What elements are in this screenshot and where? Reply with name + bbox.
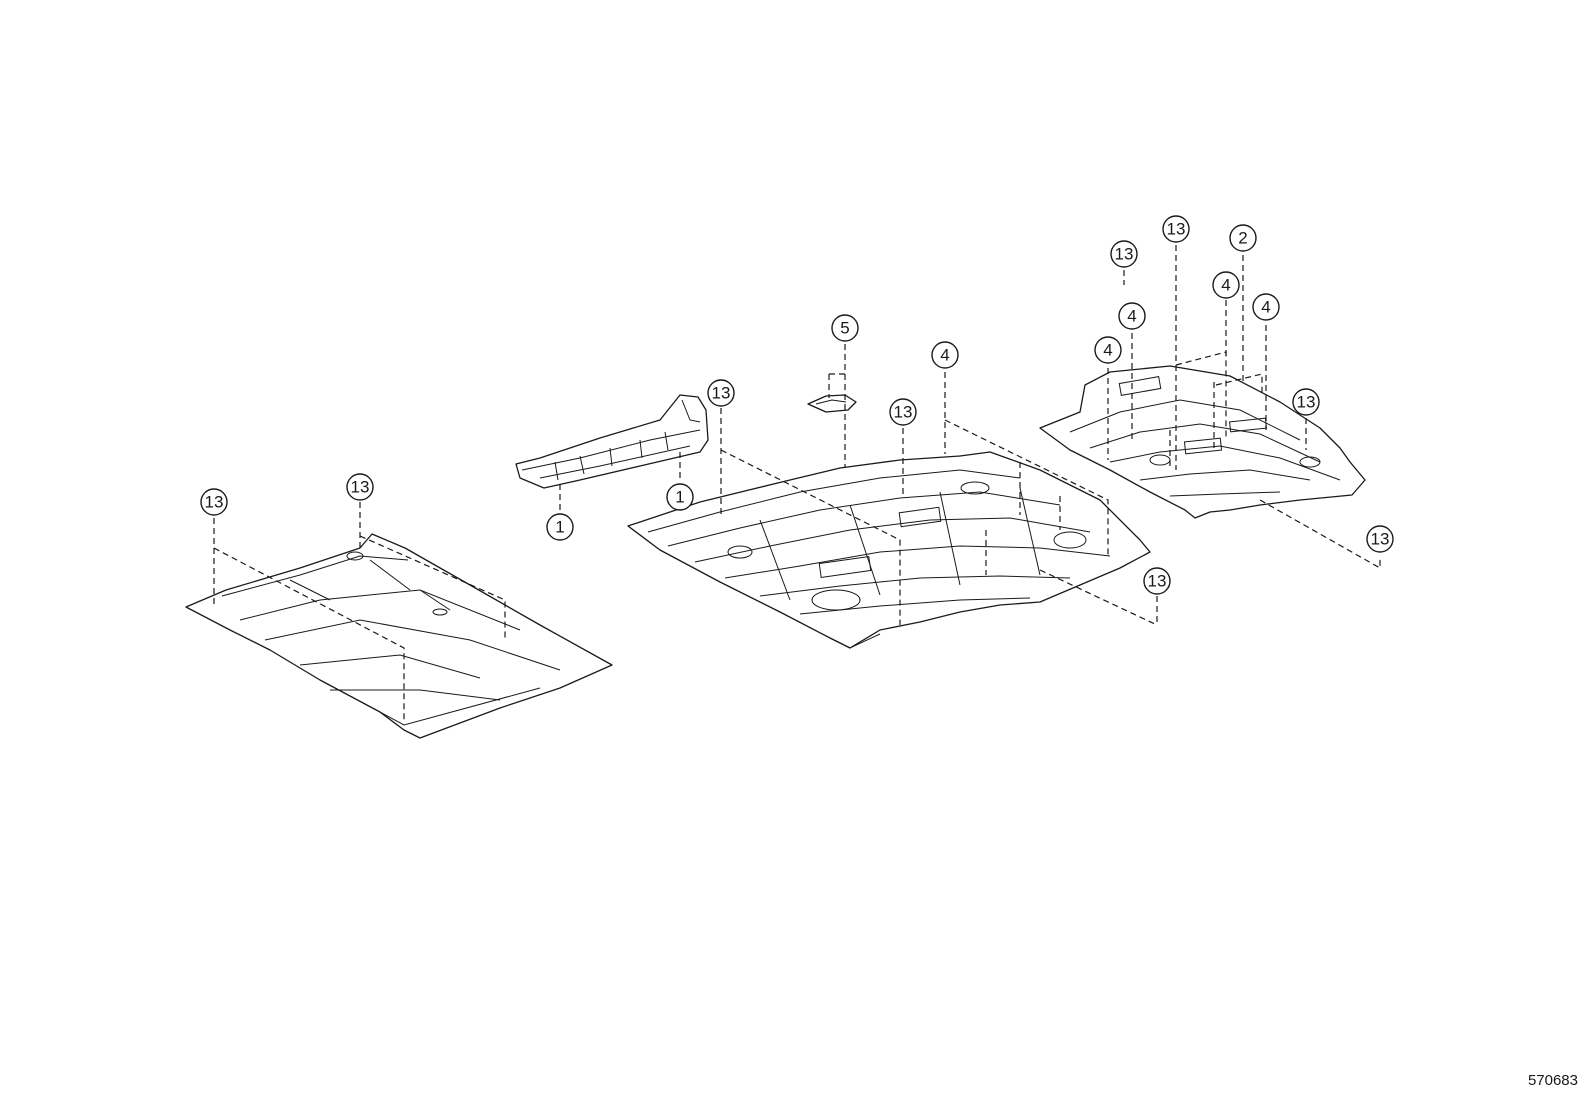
small-bracket (807, 394, 857, 413)
svg-text:13: 13 (894, 403, 913, 422)
leader-lines (213, 245, 1381, 722)
svg-text:13: 13 (1148, 572, 1167, 591)
callouts: 13 13 1 1 13 5 13 4 13 13 13 (200, 215, 1394, 595)
callout-13-rear-top-left: 13 (1110, 240, 1138, 268)
svg-text:1: 1 (675, 488, 684, 507)
callout-5: 5 (831, 314, 859, 342)
callout-4-rear-a: 4 (1212, 271, 1240, 299)
svg-text:13: 13 (1167, 220, 1186, 239)
svg-text:1: 1 (555, 518, 564, 537)
callout-4-center: 4 (931, 341, 959, 369)
svg-text:13: 13 (1115, 245, 1134, 264)
svg-text:13: 13 (1371, 530, 1390, 549)
callout-2: 2 (1229, 224, 1257, 252)
svg-text:13: 13 (351, 478, 370, 497)
center-floor-pan (627, 451, 1151, 649)
svg-text:5: 5 (840, 319, 849, 338)
rear-floor-pan (1039, 365, 1366, 519)
svg-text:4: 4 (1261, 298, 1270, 317)
figure-id-label: 570683 (1527, 1072, 1578, 1089)
callout-4-rear-d: 4 (1094, 336, 1122, 364)
callout-13-rear-top: 13 (1162, 215, 1190, 243)
callout-13-center-left: 13 (707, 379, 735, 407)
svg-text:4: 4 (1221, 276, 1230, 295)
svg-text:4: 4 (1103, 341, 1112, 360)
callout-13-center: 13 (889, 398, 917, 426)
callout-13-rear-right: 13 (1292, 388, 1320, 416)
callout-1-upper: 1 (666, 483, 694, 511)
callout-13-front-left: 13 (200, 488, 228, 516)
svg-text:13: 13 (712, 384, 731, 403)
svg-text:2: 2 (1238, 229, 1247, 248)
svg-text:13: 13 (1297, 393, 1316, 412)
callout-1-lower: 1 (546, 513, 574, 541)
callout-4-rear-b: 4 (1252, 293, 1280, 321)
svg-text:4: 4 (1127, 307, 1136, 326)
svg-text:4: 4 (940, 346, 949, 365)
floor-side-member (515, 394, 709, 489)
callout-13-front-right: 13 (346, 473, 374, 501)
front-floor-pan (185, 533, 613, 739)
callout-13-center-right: 13 (1143, 567, 1171, 595)
callout-13-rear-bottom: 13 (1366, 525, 1394, 553)
svg-text:13: 13 (205, 493, 224, 512)
callout-4-rear-c: 4 (1118, 302, 1146, 330)
